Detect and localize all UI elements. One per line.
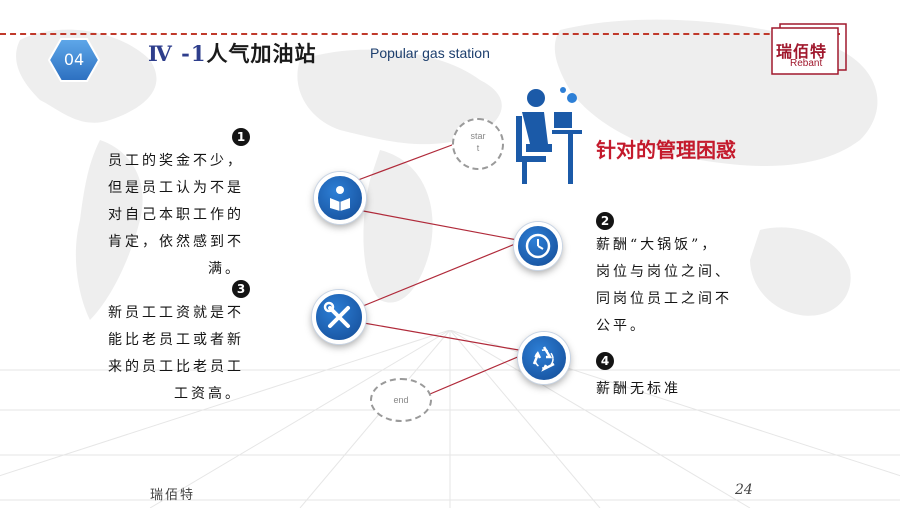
item-2-line: 公平。 xyxy=(596,318,647,334)
page-subtitle: Popular gas station xyxy=(370,45,490,61)
item-1-line: 对自己本职工作的 xyxy=(108,207,244,223)
item-2-text: 薪酬“大锅饭”， 岗位与岗位之间、 同岗位员工之间不 公平。 xyxy=(596,232,732,340)
page-title: Ⅳ -1人气加油站 xyxy=(148,38,316,68)
start-label-line1: star xyxy=(470,131,486,141)
item-2-line: 薪酬“大锅饭”， xyxy=(596,237,719,253)
brand-logo-en: Rebant xyxy=(790,58,823,69)
title-cn: 人气加油站 xyxy=(206,41,317,66)
item-3-line: 来的员工比老员工 xyxy=(108,359,244,375)
item-2-line: 岗位与岗位之间、 xyxy=(596,264,732,280)
reading-person-icon xyxy=(330,186,350,211)
end-marker: end xyxy=(370,378,432,422)
start-marker: star t xyxy=(452,118,504,170)
header-divider xyxy=(0,33,840,35)
item-3-text: 新员工工资就是不 能比老员工或者新 来的员工比老员工 工资高。 xyxy=(108,300,244,408)
node-2 xyxy=(514,222,562,270)
item-1-line: 但是员工认为不是 xyxy=(108,180,244,196)
item-3-badge: 3 xyxy=(232,280,250,298)
recycle-icon xyxy=(532,346,555,372)
node-1 xyxy=(314,172,366,224)
item-1-line: 员工的奖金不少， xyxy=(108,153,244,169)
item-4-badge: 4 xyxy=(596,352,614,370)
brand-logo-cn: 瑞佰特 xyxy=(776,42,828,61)
item-2-line: 同岗位员工之间不 xyxy=(596,291,732,307)
item-4-line: 薪酬无标准 xyxy=(596,381,681,397)
item-1-line: 肯定，依然感到不 xyxy=(108,234,244,250)
footer-logo: 瑞佰特 xyxy=(150,488,196,503)
item-1-text: 员工的奖金不少， 但是员工认为不是 对自己本职工作的 肯定，依然感到不 满。 xyxy=(108,148,244,283)
page-number: 24 xyxy=(735,482,753,498)
clock-icon xyxy=(525,233,551,259)
node-3 xyxy=(312,290,366,344)
wrench-screwdriver-icon xyxy=(323,301,350,328)
title-roman: Ⅳ -1 xyxy=(148,41,207,66)
item-3-line: 新员工工资就是不 xyxy=(108,305,244,321)
section-hexagon xyxy=(48,38,100,82)
item-3-line: 能比老员工或者新 xyxy=(108,332,244,348)
item-4-text: 薪酬无标准 xyxy=(596,376,681,403)
person-at-desk-icon xyxy=(516,87,582,184)
item-3-line: 工资高。 xyxy=(174,386,242,402)
item-2-badge: 2 xyxy=(596,212,614,230)
brand-logo-frame xyxy=(771,23,847,75)
item-1-line: 满。 xyxy=(208,261,242,277)
diagram-heading: 针对的管理困惑 xyxy=(596,138,736,162)
end-label: end xyxy=(393,395,409,405)
item-1-badge: 1 xyxy=(232,128,250,146)
node-4 xyxy=(518,332,570,384)
start-label-line2: t xyxy=(476,143,480,153)
section-number: 04 xyxy=(63,50,85,69)
